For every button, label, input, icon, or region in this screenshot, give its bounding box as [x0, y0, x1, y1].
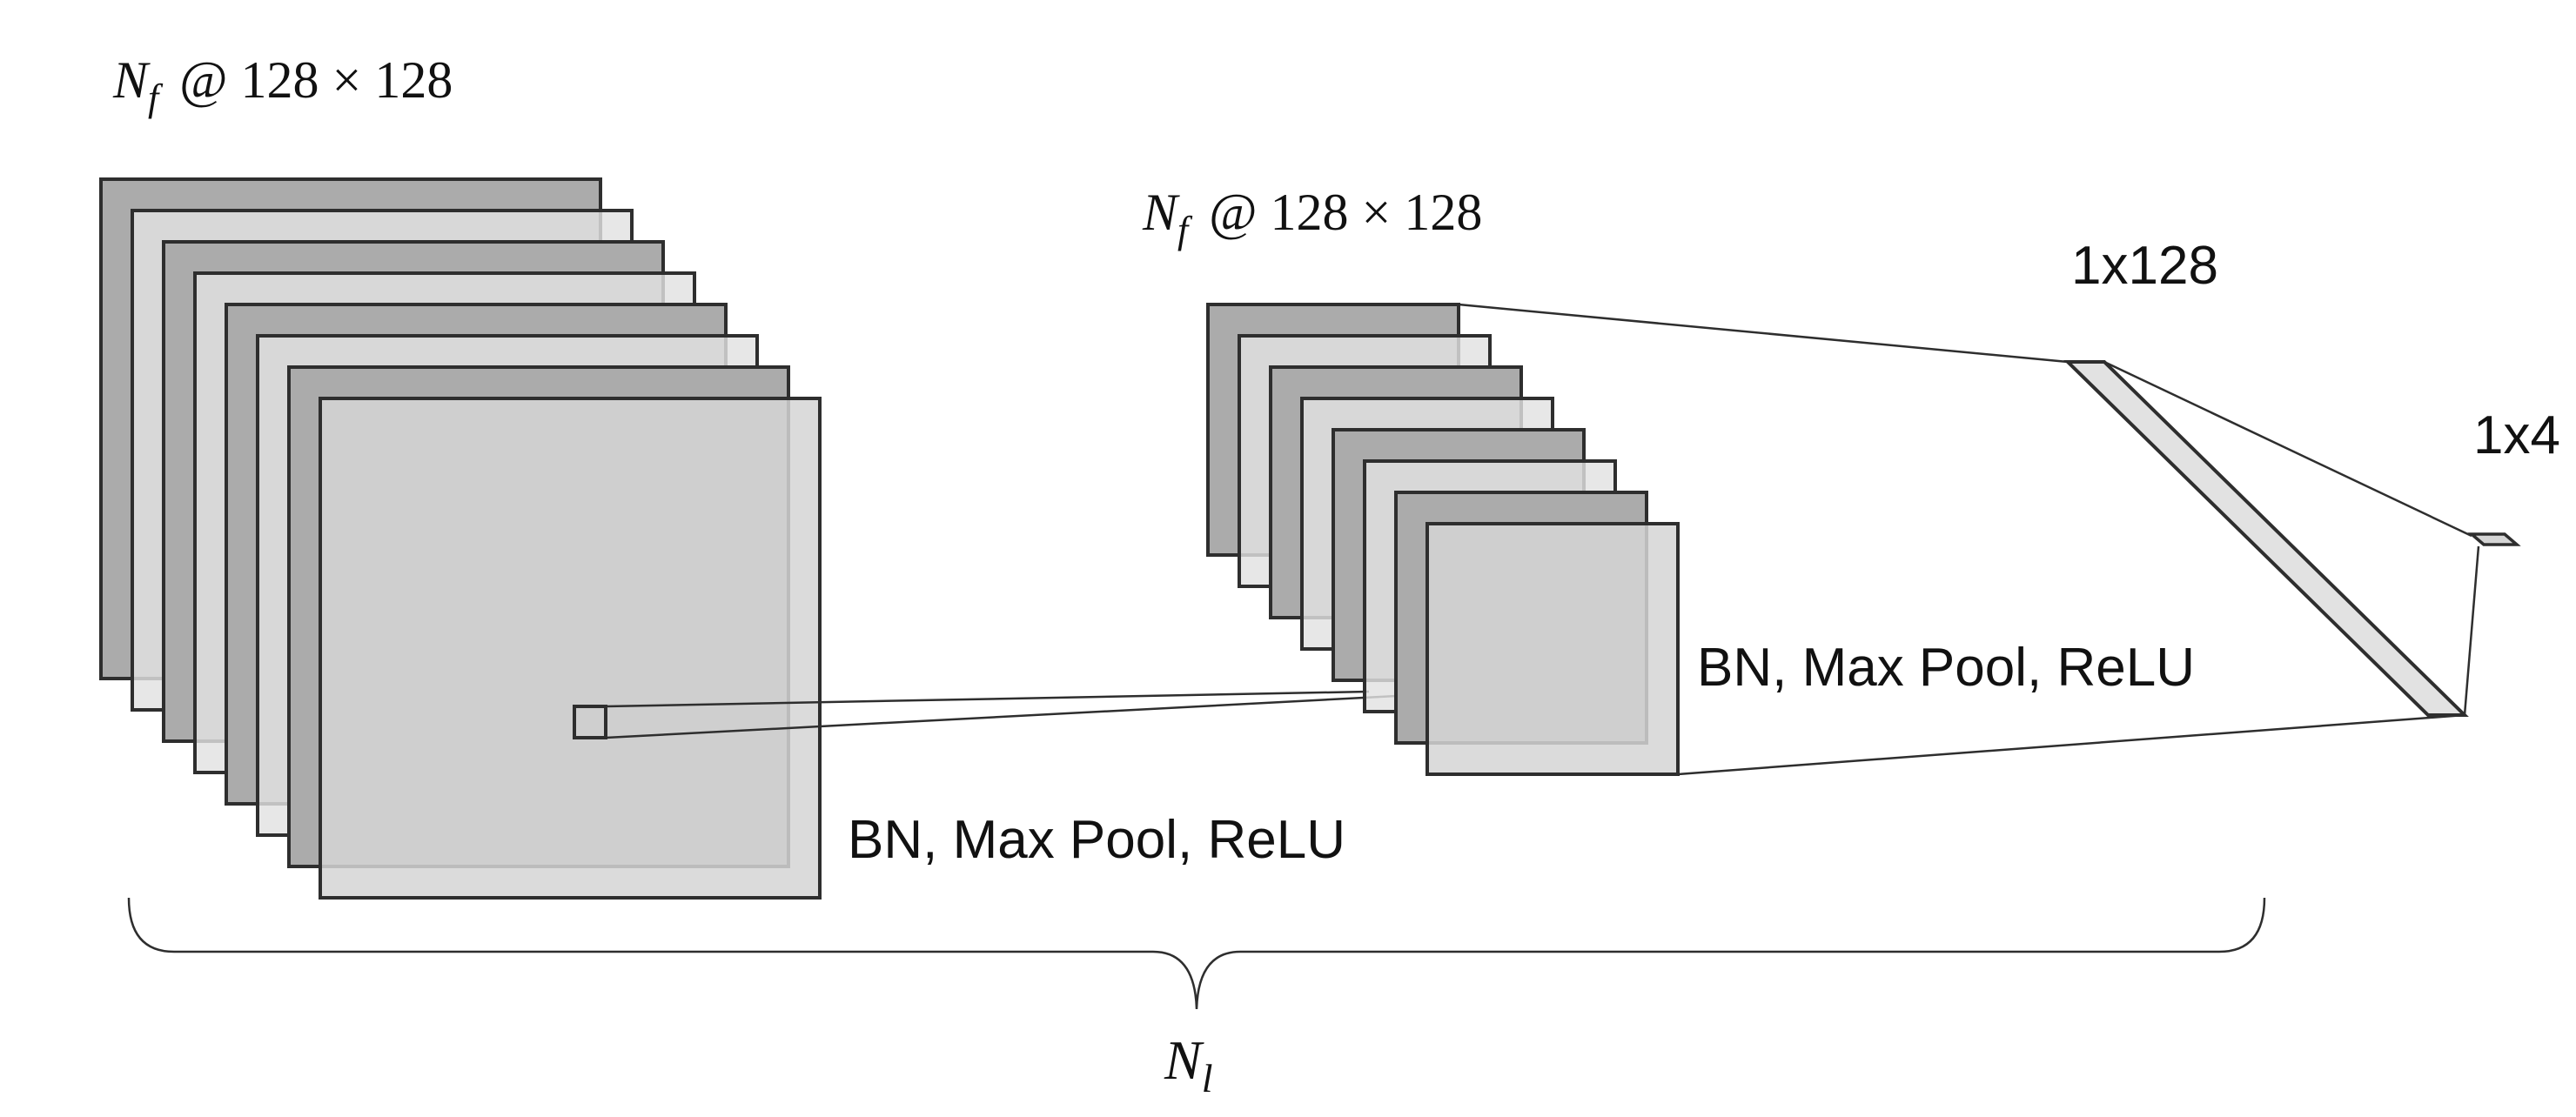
block2-map-8	[1426, 522, 1680, 776]
block1-title-var: N	[112, 51, 151, 109]
dense2-label: 1x4	[2473, 405, 2560, 465]
block1-title: Nf @ 128 × 128	[112, 51, 453, 119]
block1-feature-maps	[99, 177, 822, 900]
block1-ops-label: BN, Max Pool, ReLU	[848, 810, 1345, 870]
block1-title-sub: f	[148, 77, 164, 119]
layers-brace	[127, 897, 2266, 1010]
output-1x4-vector	[2467, 532, 2521, 546]
block2-title-var: N	[1142, 184, 1180, 241]
block2-title: Nf @ 128 × 128	[1142, 184, 1482, 251]
block1-map-8	[319, 397, 822, 900]
block1-title-dims: @ 128 × 128	[179, 51, 453, 109]
flatten-projection-bottom	[1677, 713, 2465, 776]
block2-ops-label: BN, Max Pool, ReLU	[1697, 638, 2195, 698]
dense-projection-top	[2103, 360, 2472, 538]
conv-kernel-window	[573, 705, 607, 739]
block2-title-sub: f	[1177, 209, 1193, 251]
kernel-projection-top	[605, 690, 1370, 708]
layers-count-label: Nl	[1164, 1029, 1212, 1100]
layers-count-sub: l	[1202, 1056, 1213, 1100]
layers-count-var: N	[1164, 1029, 1204, 1091]
dense1-label: 1x128	[2071, 236, 2218, 296]
block2-feature-maps	[1206, 303, 1680, 776]
block2-title-dims: @ 128 × 128	[1209, 184, 1482, 241]
flatten-projection-top	[1458, 303, 2069, 364]
dense-projection-bottom	[2463, 545, 2480, 716]
